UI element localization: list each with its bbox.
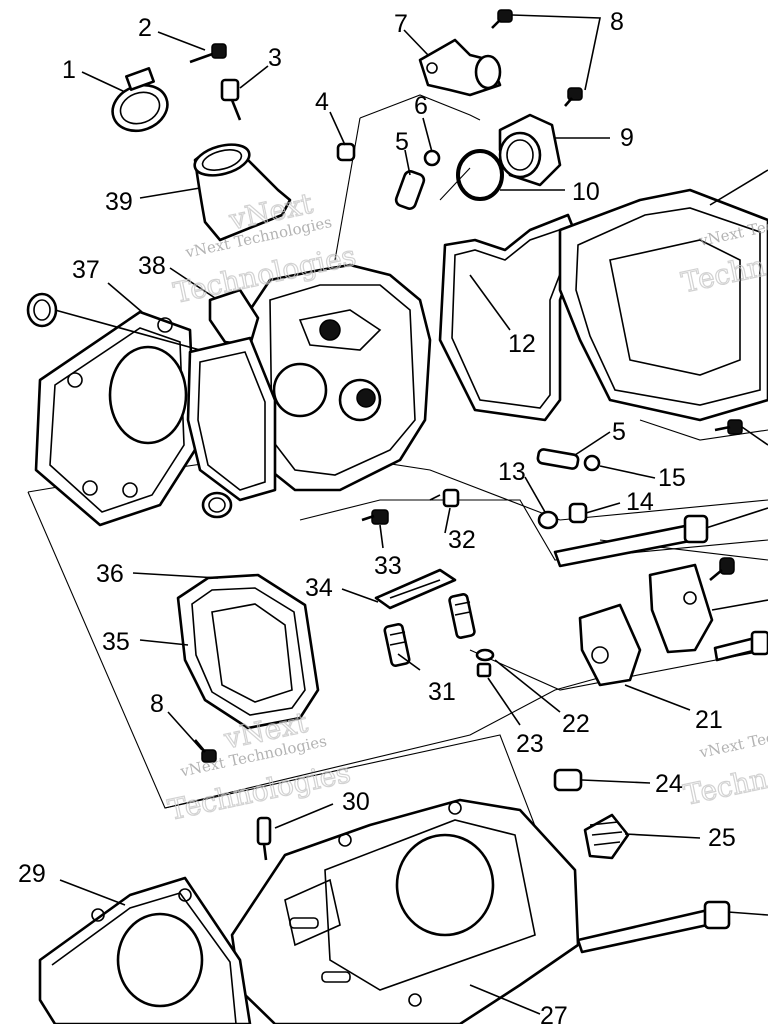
callout-9: 9 xyxy=(620,124,634,152)
callout-2: 2 xyxy=(138,14,152,42)
callout-10: 10 xyxy=(572,178,600,206)
side-cover-part-35 xyxy=(176,573,320,730)
callout-3: 3 xyxy=(268,44,282,72)
screw-part-8-top xyxy=(491,9,583,107)
screw-part-3 xyxy=(220,78,242,121)
nut-part-15 xyxy=(583,454,601,472)
callout-labels: 1 2 3 4 5 6 7 8 9 10 12 13 14 15 5 21 22… xyxy=(18,8,736,1024)
dowel-part-24 xyxy=(553,768,583,792)
bolt-lower-right xyxy=(713,630,768,662)
pin-part-5-lower xyxy=(536,448,580,470)
pin-part-5-upper xyxy=(394,170,426,210)
screw-part-8-lower xyxy=(194,739,217,763)
pin-part-32 xyxy=(442,488,460,508)
callout-4: 4 xyxy=(315,88,329,116)
washer-part-13 xyxy=(537,510,559,530)
callout-35: 35 xyxy=(102,628,130,656)
head-gasket-part-37 xyxy=(34,310,197,527)
fitting-part-30 xyxy=(256,816,272,861)
screw-part-33 xyxy=(361,509,389,525)
callout-13: 13 xyxy=(498,458,526,486)
callout-39: 39 xyxy=(105,188,133,216)
callout-22: 22 xyxy=(562,710,590,738)
callout-30: 30 xyxy=(342,788,370,816)
cylinder-head-part xyxy=(248,263,432,492)
callout-31: 31 xyxy=(428,678,456,706)
callout-1: 1 xyxy=(62,56,76,84)
callout-24: 24 xyxy=(655,770,683,798)
callout-12: 12 xyxy=(508,330,536,358)
dowel-part-4 xyxy=(336,142,356,162)
nut-part-6 xyxy=(423,149,441,167)
callout-14: 14 xyxy=(626,488,654,516)
intake-boot-part xyxy=(193,143,292,242)
callout-36: 36 xyxy=(96,560,124,588)
o-ring-part-10 xyxy=(456,149,504,201)
bolt-part-upper-right xyxy=(714,419,768,446)
plug-part-14 xyxy=(568,502,588,524)
callout-5-upper: 5 xyxy=(395,128,409,156)
watermark-upper: vNext vNext Technologies Technologies xyxy=(170,186,359,310)
seal-part-left xyxy=(26,292,58,328)
rocker-bracket-part-21 xyxy=(578,557,768,687)
watermark-right-big-lower: Techn xyxy=(681,762,768,812)
long-bolt-part xyxy=(553,507,768,568)
retainer-part-22 xyxy=(475,648,495,662)
callout-6: 6 xyxy=(414,92,428,120)
spark-plug-adapter-part-25 xyxy=(583,813,630,860)
callout-38: 38 xyxy=(138,252,166,280)
callout-25: 25 xyxy=(708,824,736,852)
keeper-part-23 xyxy=(476,662,492,678)
clamp-part xyxy=(111,67,169,133)
callout-32: 32 xyxy=(448,526,476,554)
gasket-part-34 xyxy=(374,568,457,610)
callout-29: 29 xyxy=(18,860,46,888)
cylinder-gasket-part-29 xyxy=(38,876,252,1024)
callout-8-lower: 8 xyxy=(150,690,164,718)
callout-15: 15 xyxy=(658,464,686,492)
leader-lines xyxy=(54,14,701,1015)
springs-part-31 xyxy=(383,593,476,667)
callout-8-upper: 8 xyxy=(610,8,624,36)
callout-21: 21 xyxy=(695,706,723,734)
cap-part-9 xyxy=(498,113,562,187)
callout-34: 34 xyxy=(305,574,333,602)
callout-7: 7 xyxy=(394,10,408,38)
screw-part-2 xyxy=(189,43,227,64)
long-bolt-bottom xyxy=(576,900,768,954)
callout-23: 23 xyxy=(516,730,544,758)
assembly-guide-lines xyxy=(27,94,768,931)
side-gasket-part xyxy=(186,336,277,502)
callout-33: 33 xyxy=(374,552,402,580)
rear-cylinder-head-part xyxy=(230,798,580,1024)
thermostat-housing-part xyxy=(418,38,502,97)
callout-5-lower: 5 xyxy=(612,418,626,446)
valve-cover-part xyxy=(558,169,768,422)
callout-37: 37 xyxy=(72,256,100,284)
callout-27: 27 xyxy=(540,1002,568,1024)
seal-part-lower xyxy=(201,491,233,519)
